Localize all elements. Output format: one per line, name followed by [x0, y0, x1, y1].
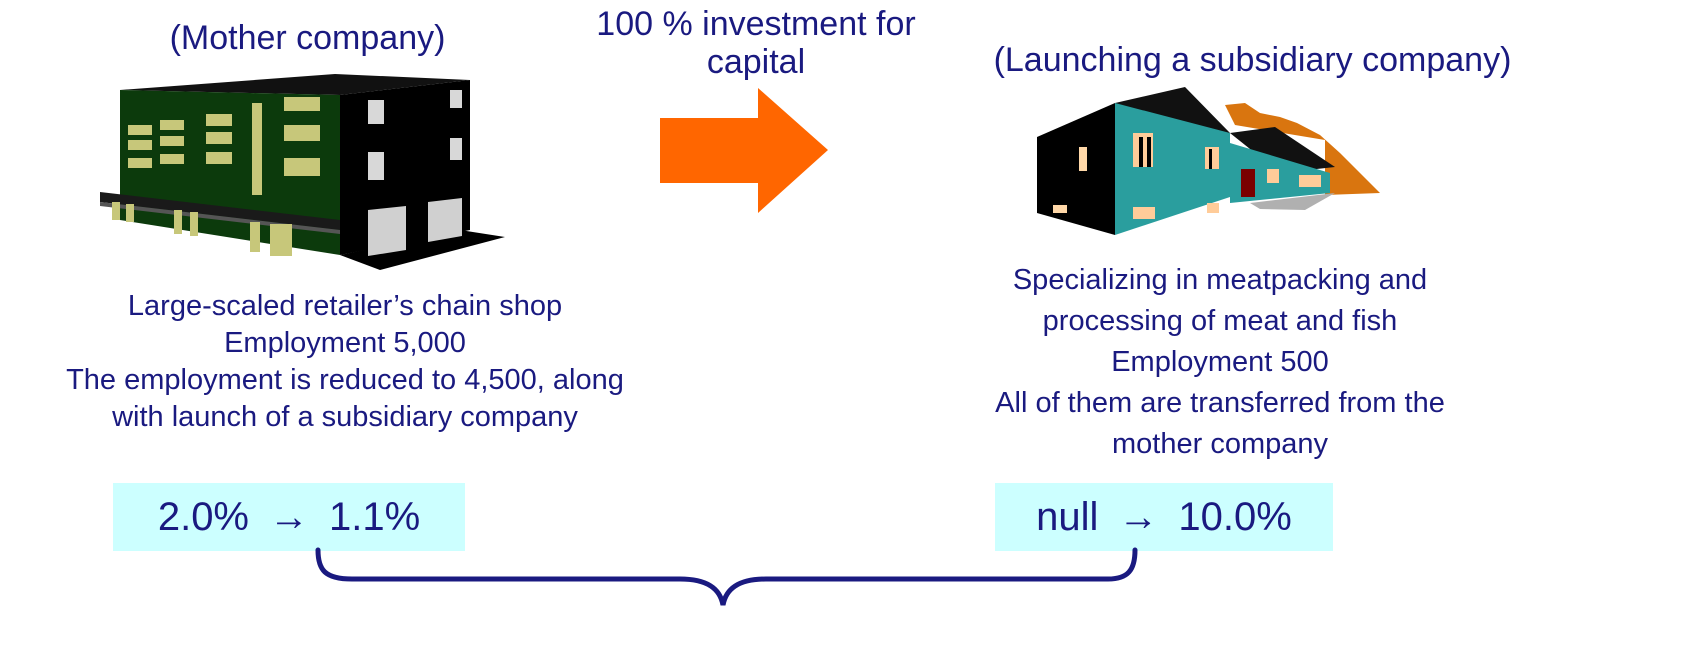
- subsidiary-rate-before: null: [1036, 495, 1099, 539]
- rate-arrow-icon: →: [269, 495, 309, 539]
- subsidiary-desc-line: mother company: [1112, 428, 1328, 460]
- mother-company-description: Large-scaled retailer’s chain shop Emplo…: [0, 288, 690, 436]
- investment-label: 100 % investment for capital: [566, 5, 946, 81]
- mother-desc-line: with launch of a subsidiary company: [112, 401, 578, 433]
- mother-rate-after: 1.1%: [329, 495, 421, 539]
- mother-rate-box: 2.0% → 1.1%: [113, 483, 465, 551]
- office-building-icon: [100, 74, 505, 270]
- subsidiary-description: Specializing in meatpacking and processi…: [925, 260, 1515, 465]
- subsidiary-rate-box: null → 10.0%: [995, 483, 1333, 551]
- subsidiary-title: (Launching a subsidiary company): [993, 41, 1512, 79]
- mother-desc-line: Large-scaled retailer’s chain shop: [127, 290, 563, 322]
- mother-desc-line: The employment is reduced to 4,500, alon…: [66, 364, 624, 396]
- mother-company-title: (Mother company): [169, 19, 446, 57]
- subsidiary-desc-line: All of them are transferred from the: [995, 387, 1445, 419]
- mother-rate-before: 2.0%: [157, 495, 249, 539]
- subsidiary-building-icon: [1037, 87, 1380, 235]
- rate-arrow-icon: →: [1118, 495, 1159, 539]
- brace-connector: [315, 547, 1138, 606]
- subsidiary-desc-line: processing of meat and fish: [1042, 305, 1398, 337]
- investment-line: 100 % investment for: [596, 5, 916, 43]
- arrow-right-icon: [660, 88, 828, 213]
- mother-desc-line: Employment 5,000: [224, 327, 466, 359]
- subsidiary-desc-line: Specializing in meatpacking and: [1012, 264, 1428, 296]
- subsidiary-desc-line: Employment 500: [1111, 346, 1329, 378]
- investment-line: capital: [706, 43, 806, 81]
- subsidiary-rate-after: 10.0%: [1178, 495, 1292, 539]
